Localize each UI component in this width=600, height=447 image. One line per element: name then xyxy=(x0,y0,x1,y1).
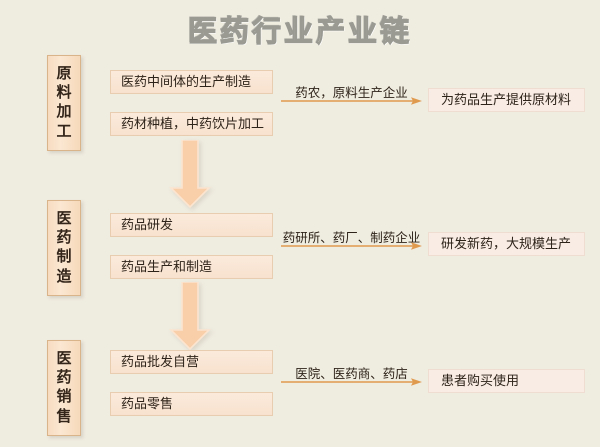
stage-label-char: 药 xyxy=(56,228,72,247)
arrow-down-icon xyxy=(169,282,211,350)
process-box[interactable]: 药品零售 xyxy=(110,392,273,416)
connector-arrow-pharmaceutical-sales: 医院、医药商、药店 xyxy=(281,363,422,387)
arrow-down-icon xyxy=(169,140,211,208)
result-box[interactable]: 研发新药，大规模生产 xyxy=(428,232,585,256)
process-box[interactable]: 药品批发自营 xyxy=(110,350,273,374)
result-box[interactable]: 患者购买使用 xyxy=(428,369,585,393)
stage-label-raw-material-processing: 原 料 加 工 xyxy=(47,55,81,151)
arrow-right-icon xyxy=(281,378,422,386)
connector-label: 药研所、药厂、制药企业 xyxy=(282,230,421,245)
stage-label-char: 原 xyxy=(56,64,72,82)
stage-label-char: 加 xyxy=(56,102,72,121)
arrow-right-icon xyxy=(281,242,422,250)
stage-label-char: 工 xyxy=(56,121,72,140)
stage-label-char: 料 xyxy=(56,83,72,102)
page-title: 医药行业产业链 xyxy=(187,13,412,48)
stage-label-char: 药 xyxy=(56,368,72,387)
stage-label-pharmaceutical-sales: 医 药 销 售 xyxy=(47,340,81,436)
stage-label-char: 医 xyxy=(56,209,72,227)
process-box[interactable]: 药品研发 xyxy=(110,213,273,237)
stage-label-char: 销 xyxy=(56,387,72,406)
stage-label-char: 医 xyxy=(56,349,72,367)
connector-arrow-raw-material-processing: 药农，原料生产企业 xyxy=(281,82,422,106)
result-box[interactable]: 为药品生产提供原材料 xyxy=(428,88,585,112)
stage-label-char: 制 xyxy=(56,247,72,266)
process-box[interactable]: 药材种植，中药饮片加工 xyxy=(110,112,273,136)
process-box[interactable]: 药品生产和制造 xyxy=(110,255,273,279)
connector-label: 医院、医药商、药店 xyxy=(295,366,408,381)
connector-arrow-pharmaceutical-manufacturing: 药研所、药厂、制药企业 xyxy=(281,227,422,251)
arrow-right-icon xyxy=(281,97,422,105)
stage-label-pharmaceutical-manufacturing: 医 药 制 造 xyxy=(47,200,81,296)
stage-label-char: 造 xyxy=(56,266,72,285)
connector-label: 药农，原料生产企业 xyxy=(295,85,408,100)
stage-label-char: 售 xyxy=(56,406,72,425)
process-box[interactable]: 医药中间体的生产制造 xyxy=(110,70,273,94)
